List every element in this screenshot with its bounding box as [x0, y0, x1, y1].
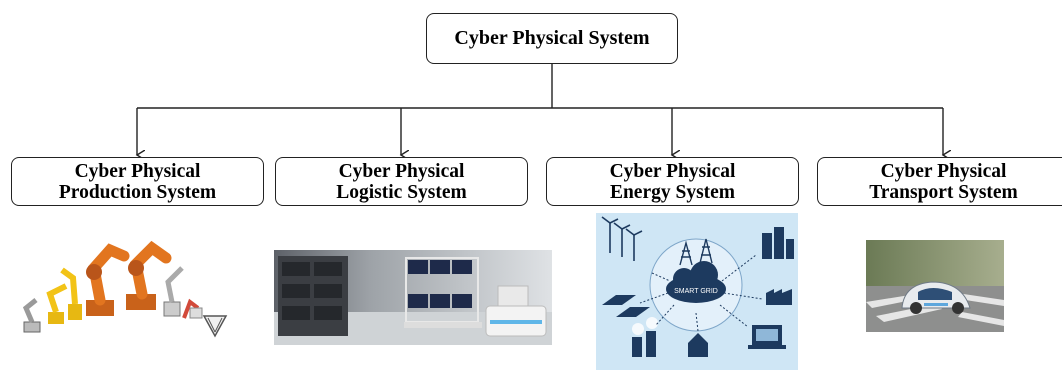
- node-transport-line2: Transport System: [869, 181, 1018, 203]
- node-transport: Cyber Physical Transport System: [817, 157, 1062, 206]
- laptop-icon: [748, 325, 786, 349]
- agv-robot: [485, 285, 547, 337]
- root-node: Cyber Physical System: [426, 13, 678, 64]
- solar-panel-icon: [602, 295, 650, 317]
- grey-robot: [163, 266, 203, 319]
- grid-connector-dots: [639, 254, 763, 332]
- node-logistic: Cyber Physical Logistic System: [275, 157, 528, 206]
- pylon-icons: [679, 238, 713, 266]
- smart-car-icon: [901, 281, 971, 314]
- white-robot-left: [22, 298, 41, 333]
- node-energy-line2: Energy System: [609, 181, 736, 203]
- yellow-robot: [46, 267, 82, 324]
- node-logistic-line2: Logistic System: [336, 181, 467, 203]
- orange-robot-2: [126, 240, 172, 310]
- industrial-robots-image: [22, 240, 228, 338]
- delta-robot: [202, 315, 228, 338]
- node-production-line1: Cyber Physical: [74, 160, 201, 182]
- autonomous-car-image: [866, 240, 1004, 332]
- factory-icon: [766, 289, 792, 305]
- node-logistic-line1: Cyber Physical: [338, 160, 465, 182]
- cart-with-bins: [404, 257, 482, 328]
- node-transport-line1: Cyber Physical: [880, 160, 1007, 182]
- smart-grid-cloud: SMART GRID: [666, 261, 726, 303]
- wind-turbine-icons: [601, 216, 643, 261]
- orange-robot-1: [86, 243, 130, 316]
- root-label: Cyber Physical System: [454, 27, 650, 49]
- node-production-line2: Production System: [58, 181, 217, 203]
- warehouse-agv-image: [274, 250, 552, 345]
- city-buildings-icon: [762, 227, 794, 259]
- smart-grid-image: SMART GRID: [596, 213, 798, 370]
- house-icon: [688, 333, 708, 357]
- smart-grid-label: SMART GRID: [674, 288, 718, 295]
- warehouse-shelves: [278, 256, 348, 336]
- power-plant-icon: [632, 317, 658, 357]
- node-energy: Cyber Physical Energy System: [546, 157, 799, 206]
- node-production: Cyber Physical Production System: [11, 157, 264, 206]
- node-energy-line1: Cyber Physical: [609, 160, 736, 182]
